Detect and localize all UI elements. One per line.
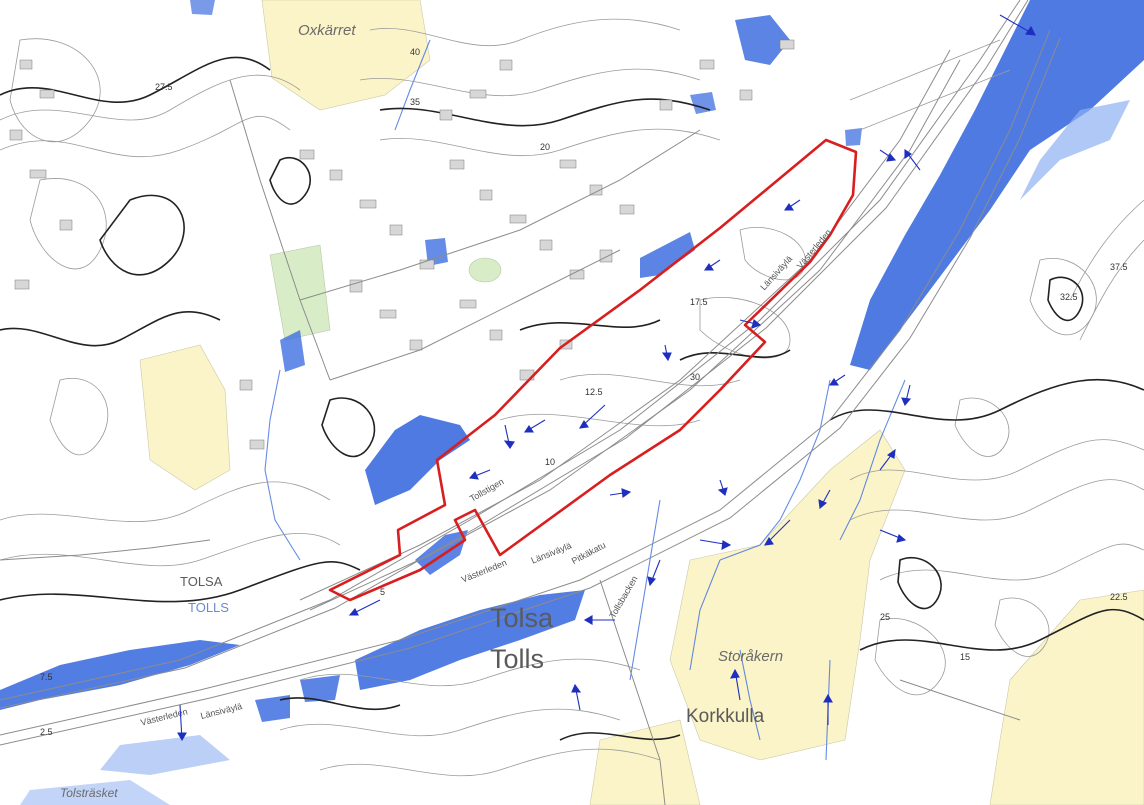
place-oxkarret: Oxkärret: [298, 22, 356, 39]
water-small-4: [300, 675, 340, 702]
water-small-3: [255, 695, 290, 722]
water-tolstraskel: [20, 780, 170, 805]
road-local-2: [299, 129, 701, 301]
field-west: [139, 344, 231, 491]
water-northeast-light: [1020, 100, 1130, 200]
field-oxkarret: [261, 0, 431, 111]
road-local-3: [329, 249, 621, 381]
contour-label: 10: [545, 457, 555, 467]
index-contours: [0, 56, 1144, 741]
road-rail-d: [309, 59, 961, 611]
road-local-6: [899, 679, 1021, 721]
place-tolstraskel: Tolsträsket: [60, 786, 118, 800]
field-east: [989, 589, 1144, 805]
water-tolsa: [355, 590, 585, 690]
contour-label: 27.5: [155, 82, 173, 92]
buildings: [9, 39, 795, 450]
water-southwest-light: [100, 735, 230, 775]
place-tolls: Tolls: [490, 644, 545, 674]
place-tolsa-small: TOLSA: [180, 574, 223, 589]
flow-arrows: [177, 14, 1036, 742]
road-rail-c: [299, 49, 951, 601]
contour-label: 22.5: [1110, 592, 1128, 602]
contour-label: 25: [880, 612, 890, 622]
water-southwest-strip: [0, 640, 240, 710]
contour-label: 15: [960, 652, 970, 662]
planning-boundary: [328, 138, 858, 602]
water-small-6: [425, 238, 448, 266]
water-small-2: [640, 232, 695, 278]
road-railway-b: [0, 0, 1029, 709]
contour-label: 7.5: [40, 672, 53, 682]
contour-label: 17.5: [690, 297, 708, 307]
park-2: [468, 257, 502, 283]
streams: [264, 39, 906, 761]
road-lansivayla-a: [0, 29, 1051, 736]
road-local-5: [0, 539, 211, 561]
contour-label: 2.5: [40, 727, 53, 737]
water-pond-north: [735, 15, 790, 65]
place-tolsa: Tolsa: [490, 603, 554, 633]
contour-label: 35: [410, 97, 420, 107]
contour-label: 5: [380, 587, 385, 597]
contour-label: 37.5: [1110, 262, 1128, 272]
contour-label: 30: [690, 372, 700, 382]
field-areas: [139, 0, 1144, 805]
contour-lines: [0, 18, 1144, 777]
place-korkkulla: Korkkulla: [686, 706, 765, 727]
place-storakern: Storåkern: [718, 648, 784, 665]
field-korkkulla: [669, 429, 906, 761]
field-south: [589, 719, 701, 805]
road-lansivayla-b: [0, 37, 1061, 746]
water-lake-center: [365, 415, 470, 505]
water-small-9: [845, 128, 862, 146]
place-tolls-small: TOLLS: [188, 600, 229, 615]
contour-label: 40: [410, 47, 420, 57]
road-railway-a: [0, 0, 1021, 701]
park-areas: [269, 244, 502, 341]
park-1: [269, 244, 331, 341]
contour-values: 27.5 35 40 20 17.5 10 12.5 5 30 32.5 37.…: [40, 47, 1128, 737]
road-local-1: [229, 79, 331, 381]
water-small-7: [190, 0, 215, 15]
contour-label: 12.5: [585, 387, 603, 397]
roads: [0, 0, 1061, 805]
contour-label: 20: [540, 142, 550, 152]
water-small-8: [690, 92, 716, 114]
contour-label: 32.5: [1060, 292, 1078, 302]
water-small-5: [280, 330, 305, 372]
